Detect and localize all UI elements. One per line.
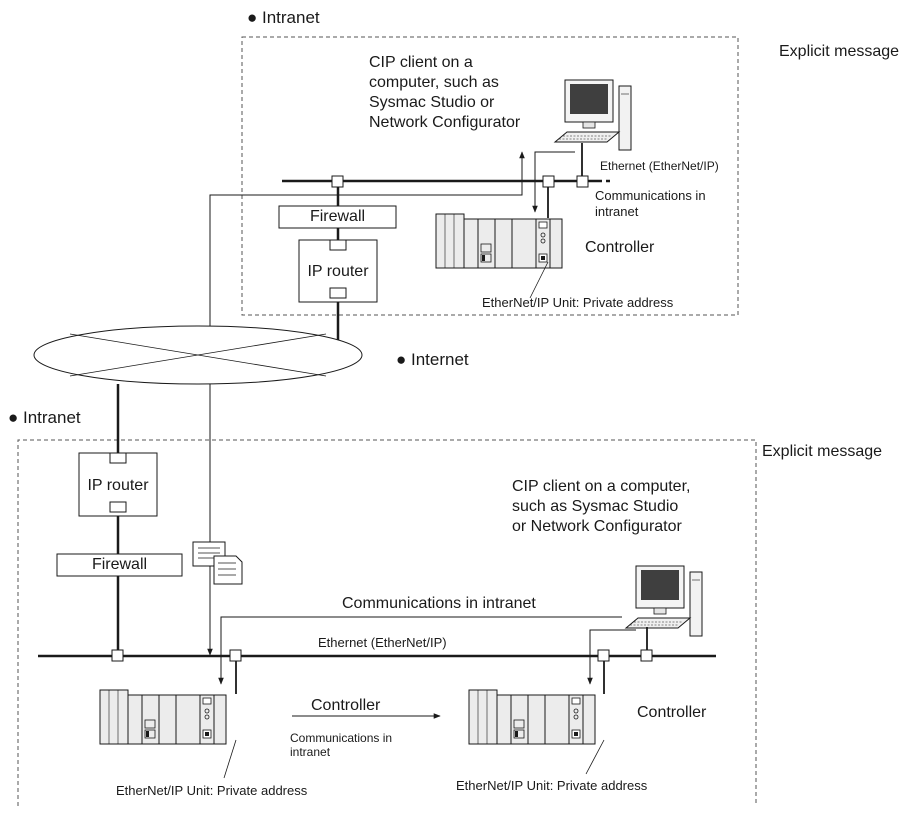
bottom-left-controller-icon (100, 690, 226, 744)
bottom-right-controller-icon (469, 690, 595, 744)
bottom-ethernet-label: Ethernet (EtherNet/IP) (318, 635, 447, 651)
bottom-firewall-label: Firewall (57, 555, 182, 574)
bottom-right-unit-label: EtherNet/IP Unit: Private address (456, 778, 647, 794)
bottom-controller-right-label: Controller (637, 703, 706, 722)
top-ethernet-label: Ethernet (EtherNet/IP) (600, 159, 719, 173)
bottom-controller-middle-label: Controller (311, 696, 380, 715)
internet-label: ● Internet (396, 350, 469, 370)
bottom-client-caption: CIP client on a computer, such as Sysmac… (512, 477, 690, 537)
top-explicit-message-label: Explicit message (779, 42, 899, 61)
top-client-caption: CIP client on a computer, such as Sysmac… (369, 53, 520, 133)
message-document-icon (193, 542, 242, 584)
top-router-label: IP router (299, 262, 377, 281)
bottom-router-label: IP router (79, 476, 157, 495)
top-intranet-title: ● Intranet (247, 8, 320, 28)
top-controller-icon (436, 214, 562, 268)
bottom-left-unit-label: EtherNet/IP Unit: Private address (116, 783, 307, 799)
bottom-intranet-title: ● Intranet (8, 408, 81, 428)
top-comms-label: Communications in intranet (595, 188, 706, 219)
bottom-computer-icon (626, 566, 702, 636)
top-firewall-label: Firewall (279, 207, 396, 226)
top-unit-label: EtherNet/IP Unit: Private address (482, 295, 673, 311)
bottom-explicit-message-label: Explicit message (762, 442, 882, 461)
top-computer-icon (555, 80, 631, 150)
bottom-comms-small-label: Communications in intranet (290, 731, 392, 760)
top-controller-label: Controller (585, 238, 654, 257)
bottom-comms-label: Communications in intranet (342, 594, 536, 613)
